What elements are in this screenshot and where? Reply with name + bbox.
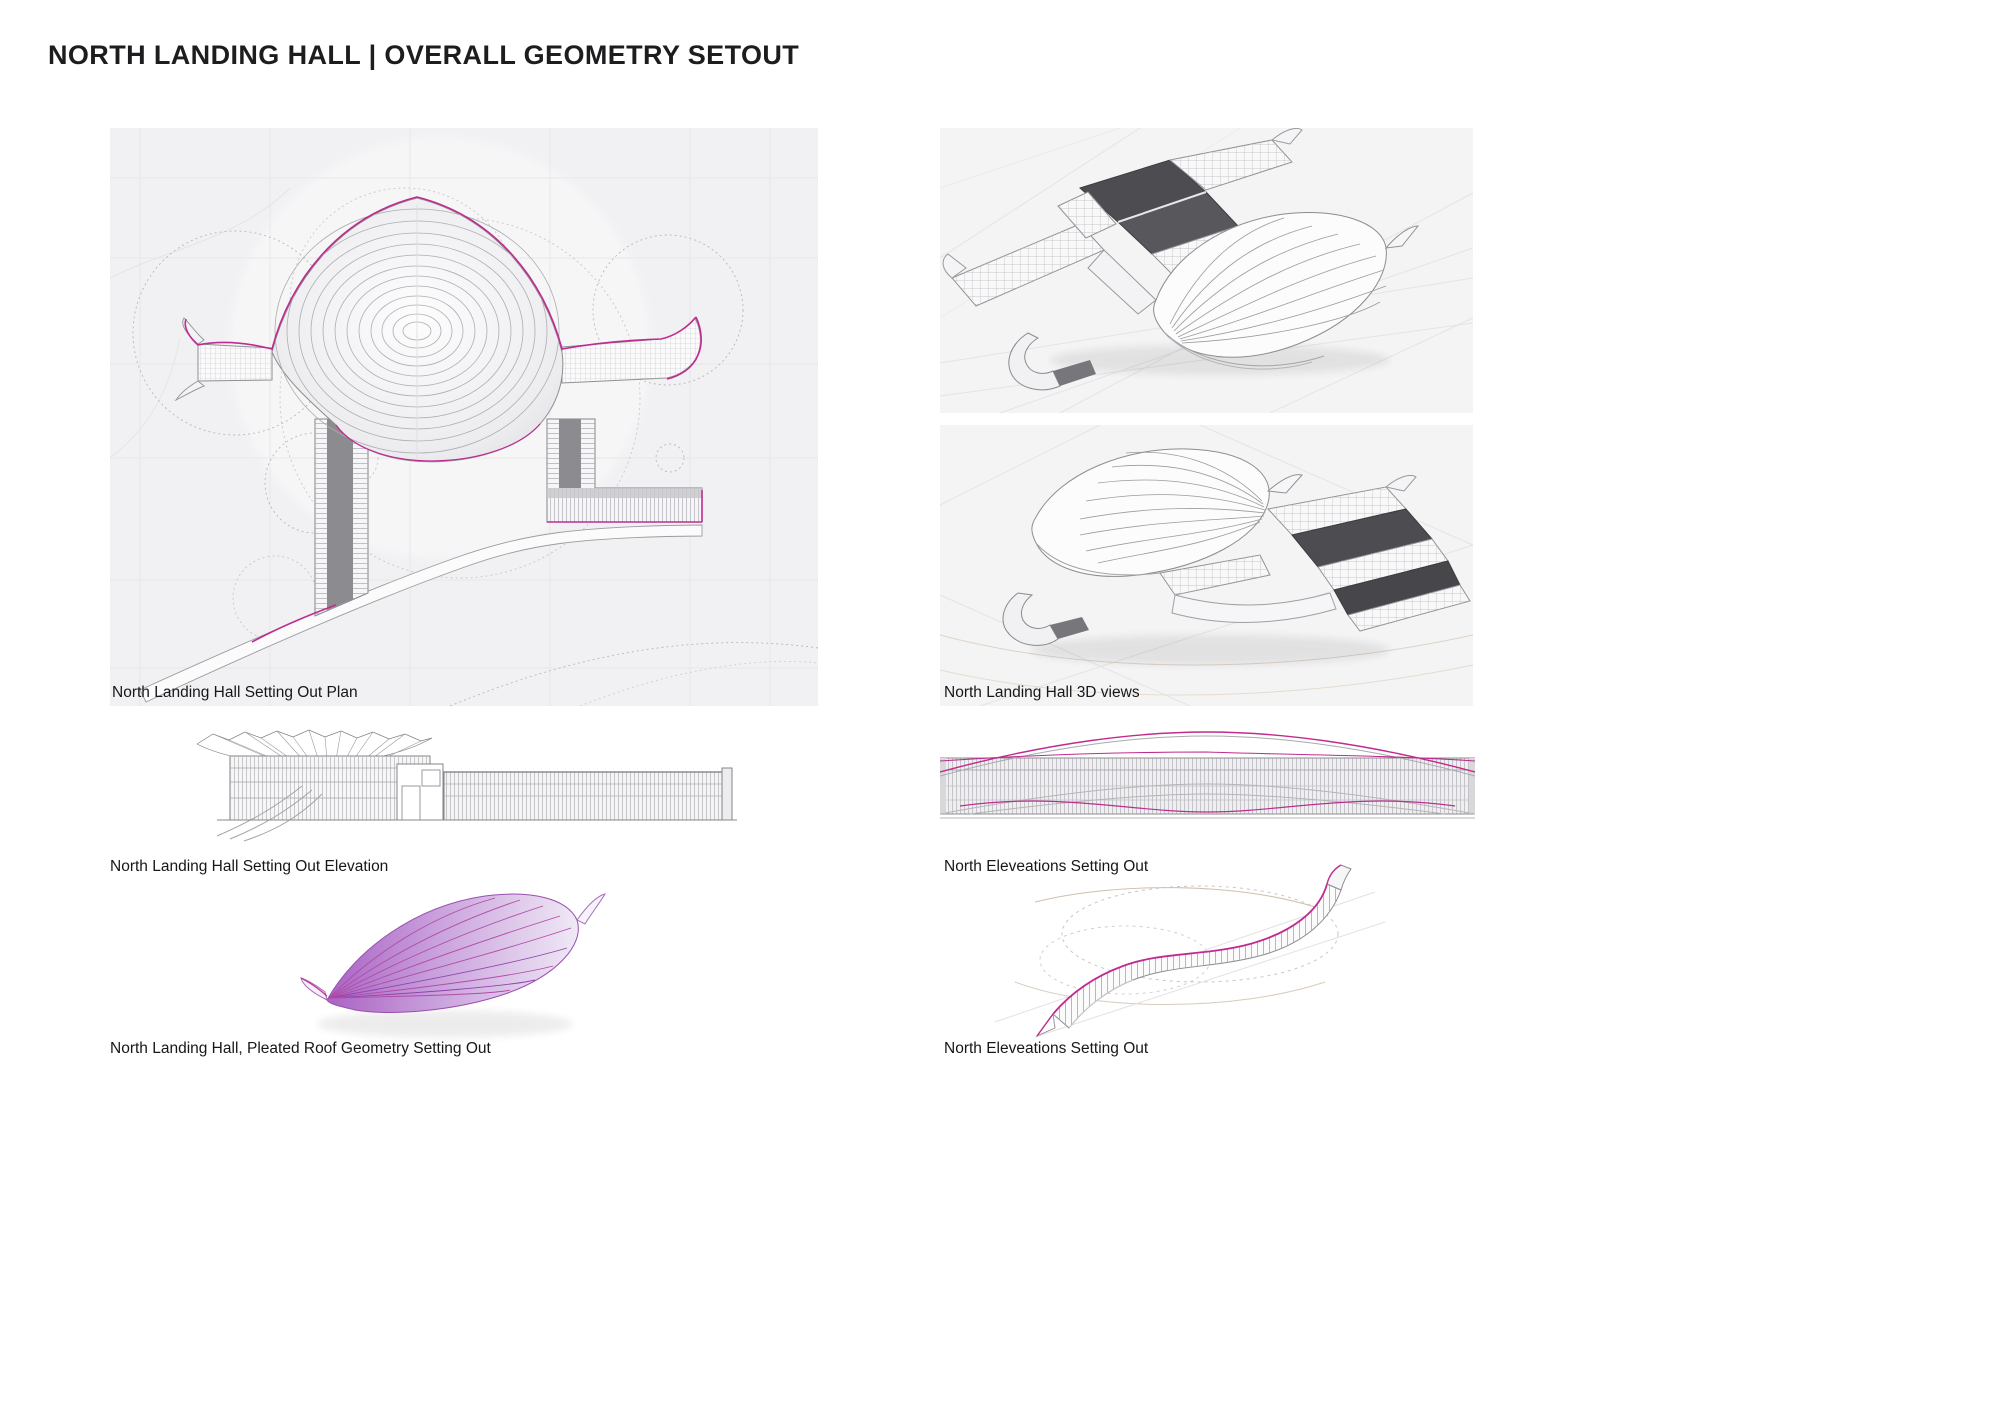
west-arm xyxy=(174,317,273,402)
plan-label: North Landing Hall Setting Out Plan xyxy=(112,684,358,701)
pleated-roof-label: North Landing Hall, Pleated Roof Geometr… xyxy=(110,1040,491,1057)
hall-massing xyxy=(1002,448,1471,646)
bulb-pleats xyxy=(1079,451,1266,564)
bulb-pleats xyxy=(1169,217,1387,344)
figure-setting-out-elevation: North Landing Hall Setting Out Elevation xyxy=(110,726,758,878)
elevation-label: North Landing Hall Setting Out Elevation xyxy=(110,858,389,875)
page-title: NORTH LANDING HALL | OVERALL GEOMETRY SE… xyxy=(48,40,800,70)
figure-pleated-roof: North Landing Hall, Pleated Roof Geometr… xyxy=(110,872,758,1062)
pleated-roof-drawing xyxy=(300,893,607,1038)
views-3d-label: North Landing Hall 3D views xyxy=(944,684,1140,701)
right-corridor xyxy=(546,418,703,523)
entrance-bay xyxy=(396,763,444,821)
pleated-roof-leaf xyxy=(300,893,607,1013)
elevation-band xyxy=(940,757,1475,819)
north-elevations-bottom-label: North Eleveations Setting Out xyxy=(944,1040,1149,1057)
north-elevations-drawing xyxy=(940,731,1475,819)
setting-out-magenta-curves xyxy=(940,731,1475,813)
central-hall-bulb xyxy=(271,197,564,463)
figure-north-elevations-mid: North Eleveations Setting Out xyxy=(940,726,1475,878)
roof-pleat-ribs xyxy=(328,897,572,999)
roof-shadow xyxy=(317,1010,573,1038)
north-elevations-mid-label: North Eleveations Setting Out xyxy=(944,858,1149,875)
left-corridor xyxy=(314,418,369,617)
setting-out-elevation-drawing xyxy=(196,729,737,842)
view-3d-bottom xyxy=(940,425,1473,706)
view-3d-top xyxy=(940,128,1473,413)
setting-out-magenta-lines xyxy=(184,196,703,643)
long-wing xyxy=(443,767,733,821)
ribbon-elevation-drawing xyxy=(994,864,1386,1038)
figure-north-elevations-bottom: North Eleveations Setting Out xyxy=(940,862,1475,1062)
ribbon-wall xyxy=(1035,864,1352,1038)
setting-out-plan-drawing xyxy=(110,128,818,706)
hall-massing xyxy=(942,128,1420,391)
figure-setting-out-plan: North Landing Hall Setting Out Plan xyxy=(110,128,818,706)
figure-3d-views: North Landing Hall 3D views xyxy=(940,128,1473,706)
